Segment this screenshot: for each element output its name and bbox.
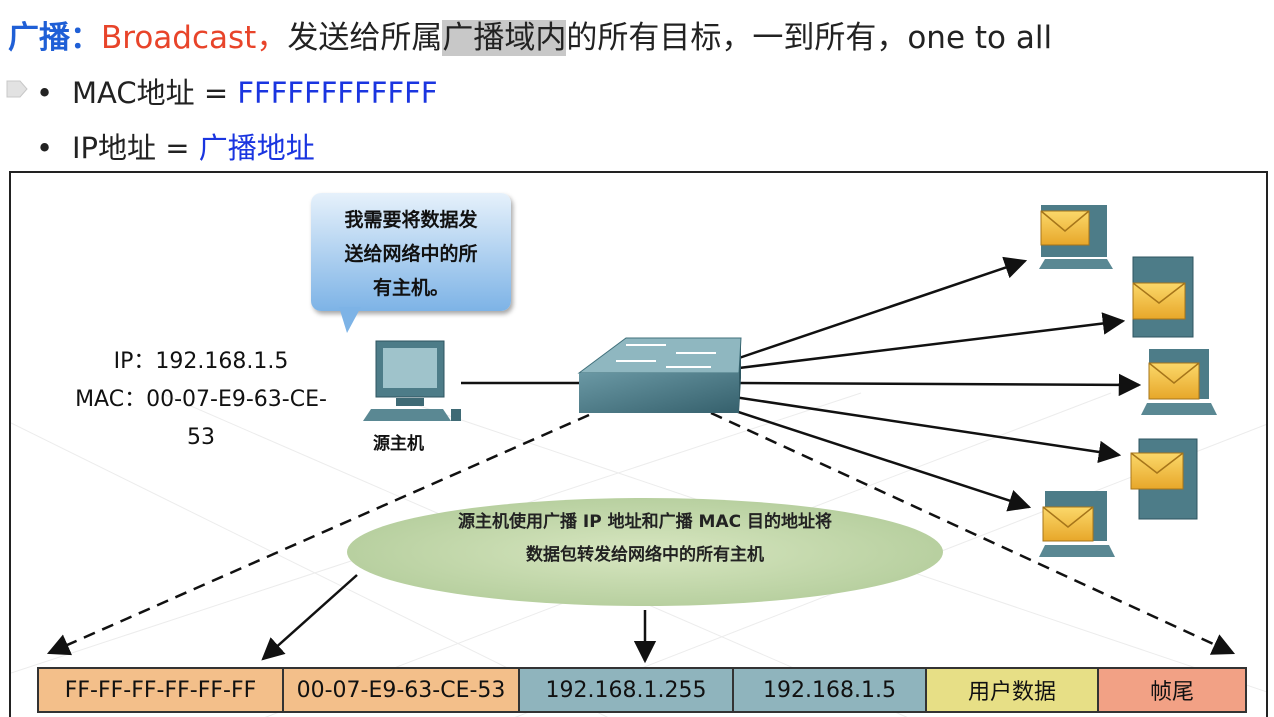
bubble-line: 我需要将数据发 <box>344 209 478 231</box>
source-pc-icon <box>363 340 461 421</box>
frame-user-data: 用户数据 <box>927 669 1099 711</box>
explanation-text: 源主机使用广播 IP 地址和广播 MAC 目的地址将 数据包转发给网络中的所有主… <box>397 506 893 572</box>
heading-desc-pre: 发送给所属 <box>287 20 443 56</box>
frame-dest-mac-text: FF-FF-FF-FF-FF-FF <box>64 677 257 703</box>
heading-line: 广播：Broadcast，发送给所属广播域内的所有目标，一到所有，one to … <box>8 12 1052 57</box>
frame-user-data-text: 用户数据 <box>967 680 1056 705</box>
heading-english: Broadcast， <box>101 20 288 56</box>
bubble-line: 有主机。 <box>372 277 449 299</box>
speech-bubble: 我需要将数据发 送给网络中的所 有主机。 <box>311 193 511 311</box>
bubble-tail <box>339 307 361 333</box>
explanation-ellipse <box>347 498 943 606</box>
source-mac: MAC：00-07-E9-63-CE-53 <box>75 387 327 450</box>
switch-icon <box>577 337 742 413</box>
frame-src-ip-text: 192.168.1.5 <box>763 677 896 703</box>
bubble-line: 送给网络中的所 <box>344 243 478 265</box>
frame-trailer-text: 帧尾 <box>1149 680 1194 705</box>
heading-desc-post: 的所有目标，一到所有，one to all <box>566 20 1053 56</box>
bullet-dot: • <box>36 76 54 110</box>
dest-pc-3-icon <box>1039 491 1115 557</box>
heading-desc-highlight: 广播域内 <box>442 20 567 56</box>
explanation-line: 数据包转发给网络中的所有主机 <box>526 545 764 565</box>
bullet-mac-label: MAC地址 = <box>72 76 238 110</box>
source-label: 源主机 <box>373 434 424 454</box>
bullet-ip-label: IP地址 = <box>72 131 199 165</box>
diagram-canvas <box>11 205 1266 717</box>
frame-trailer: 帧尾 <box>1099 669 1245 711</box>
source-address: IP：192.168.1.5 MAC：00-07-E9-63-CE-53 <box>71 343 331 457</box>
bullet-dot: • <box>36 131 54 165</box>
heading-term: 广播： <box>8 20 101 56</box>
dest-pc-1-icon <box>1039 205 1113 269</box>
frame-src-ip: 192.168.1.5 <box>734 669 927 711</box>
broadcast-diagram: 我需要将数据发 送给网络中的所 有主机。 IP：192.168.1.5 MAC：… <box>9 171 1268 717</box>
frame-src-mac-text: 00-07-E9-63-CE-53 <box>296 677 506 703</box>
bullet-ip: • IP地址 = 广播地址 <box>36 125 315 167</box>
slide-nav-icon[interactable] <box>6 80 28 98</box>
dest-server-1-icon <box>1132 256 1194 338</box>
dest-pc-2-icon <box>1141 349 1217 415</box>
frame-dest-mac: FF-FF-FF-FF-FF-FF <box>39 669 284 711</box>
frame-dest-ip-text: 192.168.1.255 <box>545 677 707 703</box>
broadcast-arrows <box>46 256 1236 664</box>
frame-src-mac: 00-07-E9-63-CE-53 <box>284 669 520 711</box>
bullet-ip-value: 广播地址 <box>198 131 315 165</box>
dest-server-2-icon <box>1130 438 1198 520</box>
explanation-line: 源主机使用广播 IP 地址和广播 MAC 目的地址将 <box>457 512 832 532</box>
bullet-mac: • MAC地址 = FFFFFFFFFFFF <box>36 70 438 112</box>
bullet-mac-value: FFFFFFFFFFFF <box>237 76 438 110</box>
frame-dest-ip: 192.168.1.255 <box>520 669 734 711</box>
source-ip: IP：192.168.1.5 <box>113 349 289 374</box>
ethernet-frame: FF-FF-FF-FF-FF-FF 00-07-E9-63-CE-53 192.… <box>37 667 1247 713</box>
